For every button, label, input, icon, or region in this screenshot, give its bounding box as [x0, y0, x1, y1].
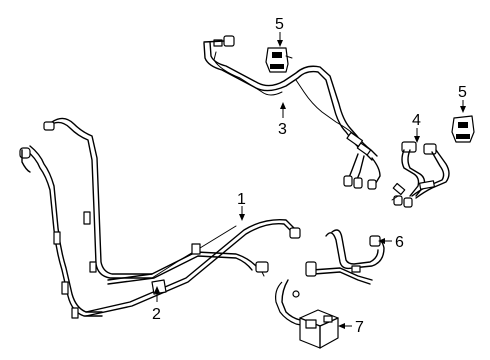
callout-6: 6 — [395, 234, 404, 251]
callout-1: 1 — [237, 191, 246, 208]
pipe-assembly-part-3 — [203, 35, 381, 190]
callout-4: 4 — [412, 112, 421, 129]
callout-5-right: 5 — [458, 84, 467, 101]
callout-7: 7 — [355, 319, 364, 336]
hose-part-6 — [305, 229, 385, 285]
pipe-assembly-part-1 — [19, 117, 301, 319]
callout-5-upper: 5 — [275, 16, 284, 33]
pipe-end-fitting — [203, 35, 235, 47]
clip-part-5-right — [451, 115, 475, 143]
pipe-assembly-part-4 — [391, 141, 450, 208]
canister-part-7 — [275, 279, 339, 349]
callout-2: 2 — [152, 306, 161, 323]
clip-part-5-upper — [265, 47, 293, 73]
callout-leaders — [154, 32, 466, 329]
callout-3: 3 — [278, 121, 287, 138]
pipe-end-fitting — [343, 131, 381, 190]
